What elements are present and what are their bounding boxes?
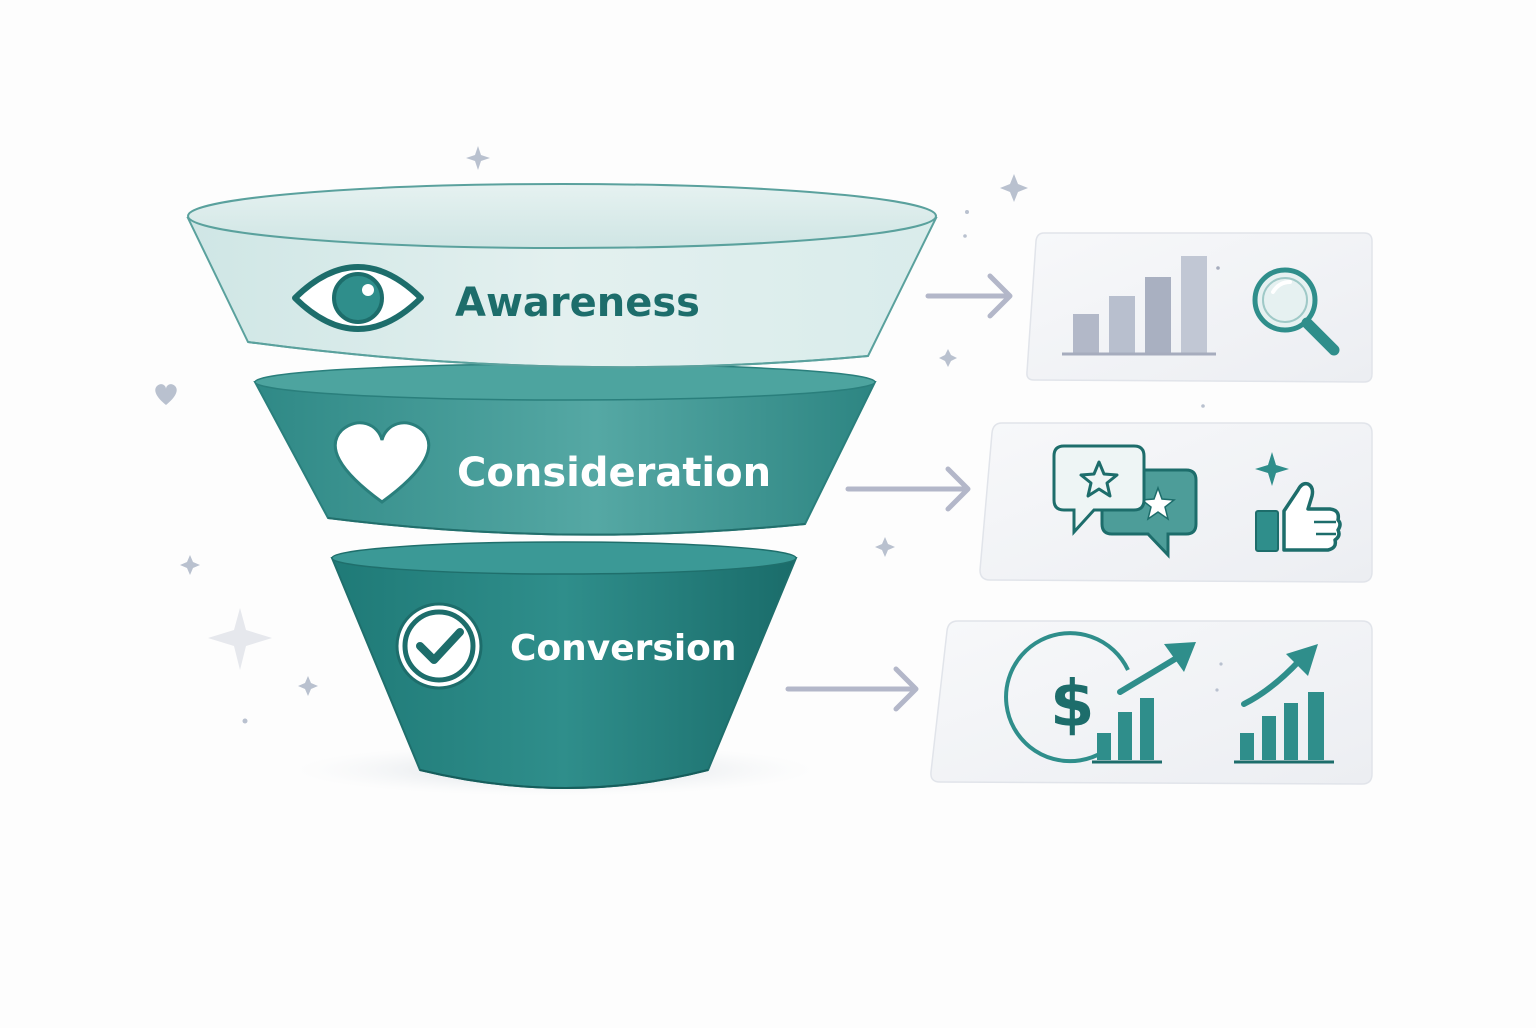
stage-label-awareness: Awareness — [455, 280, 700, 326]
sparkle-dot-icon — [1201, 404, 1205, 408]
decorative-sparkles — [155, 146, 1205, 724]
sparkle-icon — [298, 676, 318, 696]
eye-icon — [292, 264, 424, 332]
chat-star-bubbles-icon — [1052, 444, 1198, 559]
thumbs-up-icon — [1255, 481, 1342, 552]
rising-bar-chart-icon — [1234, 644, 1334, 764]
check-circle-icon — [395, 602, 483, 690]
sparkle-dot-icon — [963, 234, 967, 238]
sparkle-icon — [875, 537, 895, 557]
panel-consideration-engagement — [979, 422, 1373, 583]
dollar-growth-icon: $ — [1004, 631, 1196, 764]
panel-awareness-metrics — [1026, 232, 1373, 383]
sparkle-dot-icon — [1215, 688, 1219, 692]
sparkle-icon — [1255, 452, 1289, 486]
magnifier-icon — [1252, 267, 1340, 356]
heart-decor-icon — [155, 384, 177, 405]
funnel-stage-consideration — [253, 363, 877, 536]
sparkle-dot-icon — [965, 210, 969, 214]
large-sparkle-icon — [208, 608, 272, 670]
sparkle-icon — [180, 555, 200, 575]
bar-chart-icon — [1062, 256, 1220, 356]
funnel-stage-awareness — [186, 183, 938, 369]
sparkle-icon — [939, 349, 957, 367]
connector-arrow-consideration — [845, 466, 971, 512]
heart-icon — [333, 421, 431, 504]
sparkle-icon — [466, 146, 490, 170]
connector-arrow-awareness — [925, 273, 1013, 319]
sparkle-icon — [1000, 174, 1028, 202]
connector-arrow-conversion — [785, 666, 919, 712]
stage-label-conversion: Conversion — [510, 628, 737, 669]
sparkle-dot-icon — [1219, 662, 1223, 666]
stage-label-consideration: Consideration — [457, 450, 771, 496]
svg-text:$: $ — [1050, 668, 1095, 742]
sparkle-dot-icon — [242, 718, 248, 724]
panel-conversion-revenue: $ — [930, 620, 1373, 785]
